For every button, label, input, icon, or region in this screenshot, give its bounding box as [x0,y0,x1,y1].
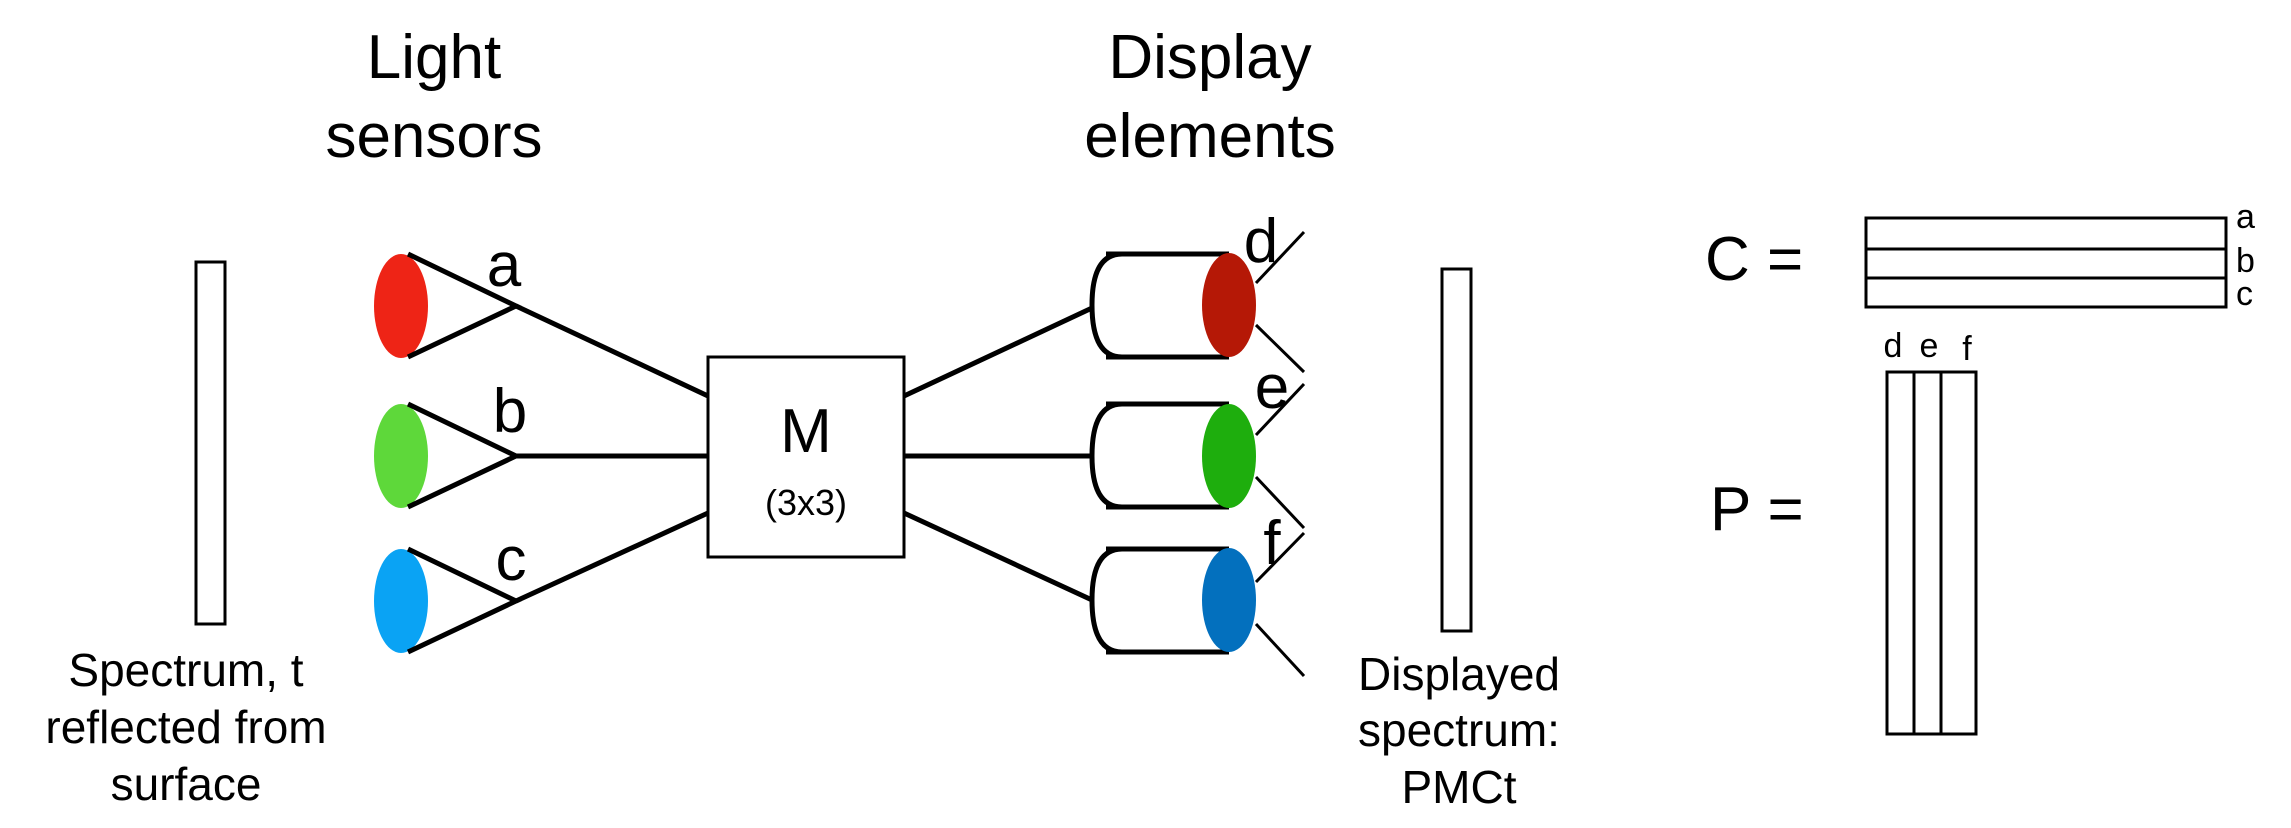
c-matrix-row-c [1864,276,2228,309]
p-matrix-col-d-label: d [1884,327,1903,365]
sensor-a: a [374,231,522,360]
input-spectrum-caption-line1: Spectrum, t [68,644,303,696]
displayed-spectrum-caption-line2: spectrum: [1358,704,1560,756]
wire-a-to-m [514,303,710,399]
display-e-ray-down [1254,475,1306,530]
display-elements-heading-line1: Display [1108,23,1311,92]
matrix-m-name: M [780,397,832,466]
light-sensors-heading-line1: Light [367,23,501,92]
sensor-c: c [374,525,527,655]
matrix-m-rect [706,355,906,559]
wire-c-to-m [514,510,710,604]
sensor-c-label: c [496,525,527,594]
display-d-face [1202,253,1256,357]
matrix-m-box: M (3x3) [706,355,906,559]
p-matrix-col-d [1885,370,1916,736]
display-element-f: f [1089,509,1306,678]
input-spectrum-caption-line2: reflected from [45,701,326,753]
c-matrix-label: C = [1705,225,1803,294]
display-d-back [1089,251,1123,360]
display-e-ray-up [1254,382,1306,437]
c-matrix: C = a b c [1705,198,2255,313]
c-matrix-row-c-label: c [2236,275,2253,313]
p-matrix-col-f [1939,370,1978,736]
sensor-b-lens [374,404,428,508]
sensor-a-label: a [487,231,522,300]
display-element-d: d [1089,207,1306,374]
display-f-face [1202,548,1256,652]
c-matrix-row-b [1864,247,2228,280]
display-d-label: d [1244,207,1278,276]
sensor-b-label: b [493,377,527,446]
p-matrix-col-e-label: e [1920,327,1939,365]
display-element-e: e [1089,353,1306,530]
display-e-label: e [1255,353,1289,422]
displayed-spectrum-caption-line3: PMCt [1402,761,1517,813]
wire-m-to-d [902,305,1094,399]
sensor-a-lens [374,254,428,358]
display-f-ray-up [1254,531,1306,584]
c-matrix-row-a [1864,216,2228,251]
display-d-ray-up [1254,230,1306,285]
input-spectrum-bar [194,260,227,626]
sensor-b: b [374,377,527,510]
display-f-back [1089,546,1123,655]
display-f-label: f [1263,509,1281,578]
matrix-m-size: (3x3) [765,482,847,523]
input-spectrum-caption-line3: surface [111,758,262,810]
wire-m-to-f [902,510,1094,603]
p-matrix-label: P = [1710,475,1804,544]
sensor-c-lens [374,549,428,653]
display-f-ray-down [1254,622,1306,678]
displayed-spectrum-caption-line1: Displayed [1358,648,1560,700]
p-matrix: P = d e f [1710,327,1978,736]
display-d-ray-down [1254,323,1306,374]
p-matrix-col-e [1912,370,1943,736]
light-sensors-heading-line2: sensors [325,102,542,171]
c-matrix-row-a-label: a [2236,198,2255,236]
display-e-face [1202,404,1256,508]
p-matrix-col-f-label: f [1962,330,1972,368]
display-e-back [1089,401,1123,510]
c-matrix-row-b-label: b [2236,242,2255,280]
display-elements-heading-line2: elements [1084,102,1336,171]
displayed-spectrum-bar [1440,267,1473,633]
